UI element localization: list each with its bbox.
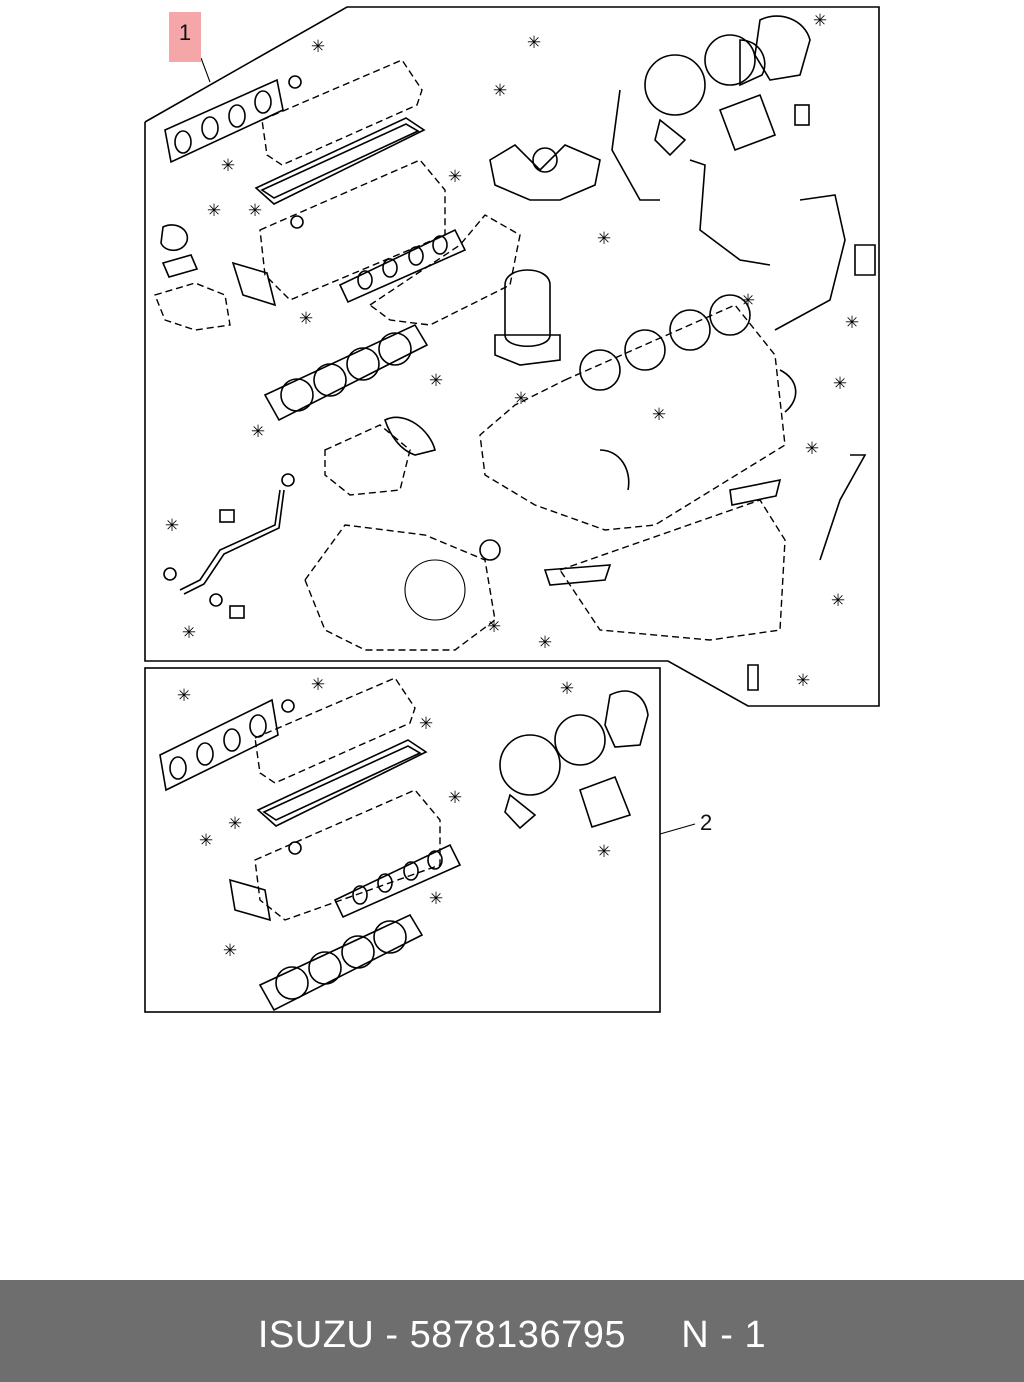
- oil-filter: [494, 269, 561, 366]
- cylinder-block: [479, 294, 786, 531]
- kit2-exhaust-manifold-gasket: [159, 698, 279, 792]
- callout-1-highlight: [169, 12, 201, 62]
- kit-marker-icon: ✳: [429, 371, 443, 391]
- kit-marker-icon: ✳: [448, 788, 462, 808]
- kit2-cylinder-head: [254, 789, 441, 921]
- kit-marker-icon: ✳: [831, 591, 845, 611]
- kit-marker-icon: ✳: [228, 814, 242, 834]
- kit-marker-icon: ✳: [311, 675, 325, 695]
- dipstick-guide: [819, 454, 867, 561]
- kit-marker-icon: ✳: [448, 167, 462, 187]
- brand-name: ISUZU: [257, 1314, 375, 1356]
- intake-manifold: [368, 214, 521, 326]
- exhaust-manifold-gasket: [164, 78, 284, 164]
- kit-marker-icon: ✳: [429, 889, 443, 909]
- kit-marker-icon: ✳: [248, 201, 262, 221]
- kit-marker-icon: ✳: [221, 156, 235, 176]
- kit-marker-icon: ✳: [199, 831, 213, 851]
- oil-cooler-parts: [324, 416, 436, 496]
- kit-marker-icon: ✳: [597, 842, 611, 862]
- kit-marker-icon: ✳: [813, 11, 827, 31]
- oil-pipe: [163, 473, 295, 619]
- callout-2-label: 2: [700, 810, 713, 835]
- kit-marker-icon: ✳: [299, 309, 313, 329]
- kit-marker-icon: ✳: [527, 33, 541, 53]
- kit2-turbocharger: [499, 714, 606, 830]
- kit-marker-icon: ✳: [493, 81, 507, 101]
- footer-bar: [0, 1280, 1024, 1382]
- water-hose: [774, 194, 846, 331]
- kit2-intake-gasket: [333, 843, 462, 919]
- kit2-turbo-gaskets: [579, 690, 649, 829]
- gasket-kit-exploded-diagram: ✳ ✳ ✳ ✳ ✳ ✳ ✳ ✳ ✳ ✳ ✳ ✳ ✳ ✳ ✳ ✳ ✳ ✳ ✳ ✳ ✳ ✳ ✳ ✳ ✳ ✳ ✳ ✳ ✳ ✳ ✳ ✳ ✳ ✳ 1 2: [144, 6, 880, 1013]
- footer-caption: ISUZU - 5878136795 N - 1: [257, 1314, 767, 1356]
- diagram-code: N - 1: [681, 1314, 767, 1356]
- bearing-cap-gasket: [729, 478, 782, 506]
- kit-marker-icon: ✳: [514, 389, 528, 409]
- kit-marker-icon: ✳: [652, 405, 666, 425]
- kit-marker-icon: ✳: [538, 633, 552, 653]
- front-oil-seal: [479, 539, 501, 561]
- kit-marker-icon: ✳: [311, 37, 325, 57]
- kit-2-frame: [144, 667, 661, 1013]
- kit-marker-icon: ✳: [223, 941, 237, 961]
- kit-marker-icon: ✳: [845, 313, 859, 333]
- kit-marker-icon: ✳: [251, 422, 265, 442]
- kit-marker-icon: ✳: [165, 516, 179, 536]
- kit2-valve-cover-gasket: [256, 739, 428, 827]
- oil-feed-pipe: [611, 89, 660, 201]
- kit-1-frame: [144, 6, 880, 707]
- turbo-gaskets: [718, 15, 811, 152]
- kit2-head-gasket: [258, 913, 424, 1012]
- kit-marker-icon: ✳: [796, 671, 810, 691]
- kit-marker-icon: ✳: [419, 714, 433, 734]
- oil-return-pipe: [689, 159, 771, 266]
- kit-marker-icon: ✳: [487, 617, 501, 637]
- intake-manifold-gasket: [338, 228, 467, 304]
- oil-pan: [558, 499, 786, 641]
- kit-component-markers: ✳ ✳ ✳ ✳ ✳ ✳ ✳ ✳ ✳ ✳ ✳ ✳ ✳ ✳ ✳ ✳ ✳ ✳ ✳ ✳ ✳ ✳ ✳ ✳ ✳ ✳ ✳ ✳ ✳ ✳ ✳ ✳ ✳ ✳: [165, 11, 859, 961]
- valve-cover: [261, 59, 423, 166]
- hose-gasket: [854, 244, 876, 276]
- callout-2-leader: [659, 823, 696, 835]
- kit-marker-icon: ✳: [207, 201, 221, 221]
- crank-seal: [599, 449, 630, 491]
- kit-marker-icon: ✳: [560, 679, 574, 699]
- kit-marker-icon: ✳: [741, 291, 755, 311]
- callout-1-label: 1: [178, 20, 192, 45]
- head-gasket: [263, 323, 429, 422]
- timing-cover: [304, 524, 496, 651]
- kit2-valve-cover: [254, 677, 416, 784]
- part-number: 5878136795: [409, 1314, 626, 1356]
- rear-oil-seal: [779, 369, 797, 413]
- valve-cover-gasket: [254, 117, 426, 205]
- kit-marker-icon: ✳: [597, 229, 611, 249]
- bearing-cap-gasket-front: [543, 564, 612, 586]
- parts-drawing: ✳ ✳ ✳ ✳ ✳ ✳ ✳ ✳ ✳ ✳ ✳ ✳ ✳ ✳ ✳ ✳ ✳ ✳ ✳ ✳ ✳ ✳ ✳ ✳ ✳ ✳ ✳ ✳ ✳ ✳ ✳ ✳ ✳ ✳: [144, 6, 880, 1013]
- drain-plug: [747, 664, 759, 691]
- callout-1-leader: [200, 57, 211, 83]
- thermostat-gaskets: [154, 224, 277, 331]
- kit-marker-icon: ✳: [833, 374, 847, 394]
- kit-marker-icon: ✳: [182, 623, 196, 643]
- egr-valve-assembly: [489, 143, 601, 201]
- kit-marker-icon: ✳: [177, 686, 191, 706]
- kit-marker-icon: ✳: [805, 439, 819, 459]
- turbocharger: [644, 34, 766, 157]
- kit2-thermostat-gasket: [229, 878, 271, 922]
